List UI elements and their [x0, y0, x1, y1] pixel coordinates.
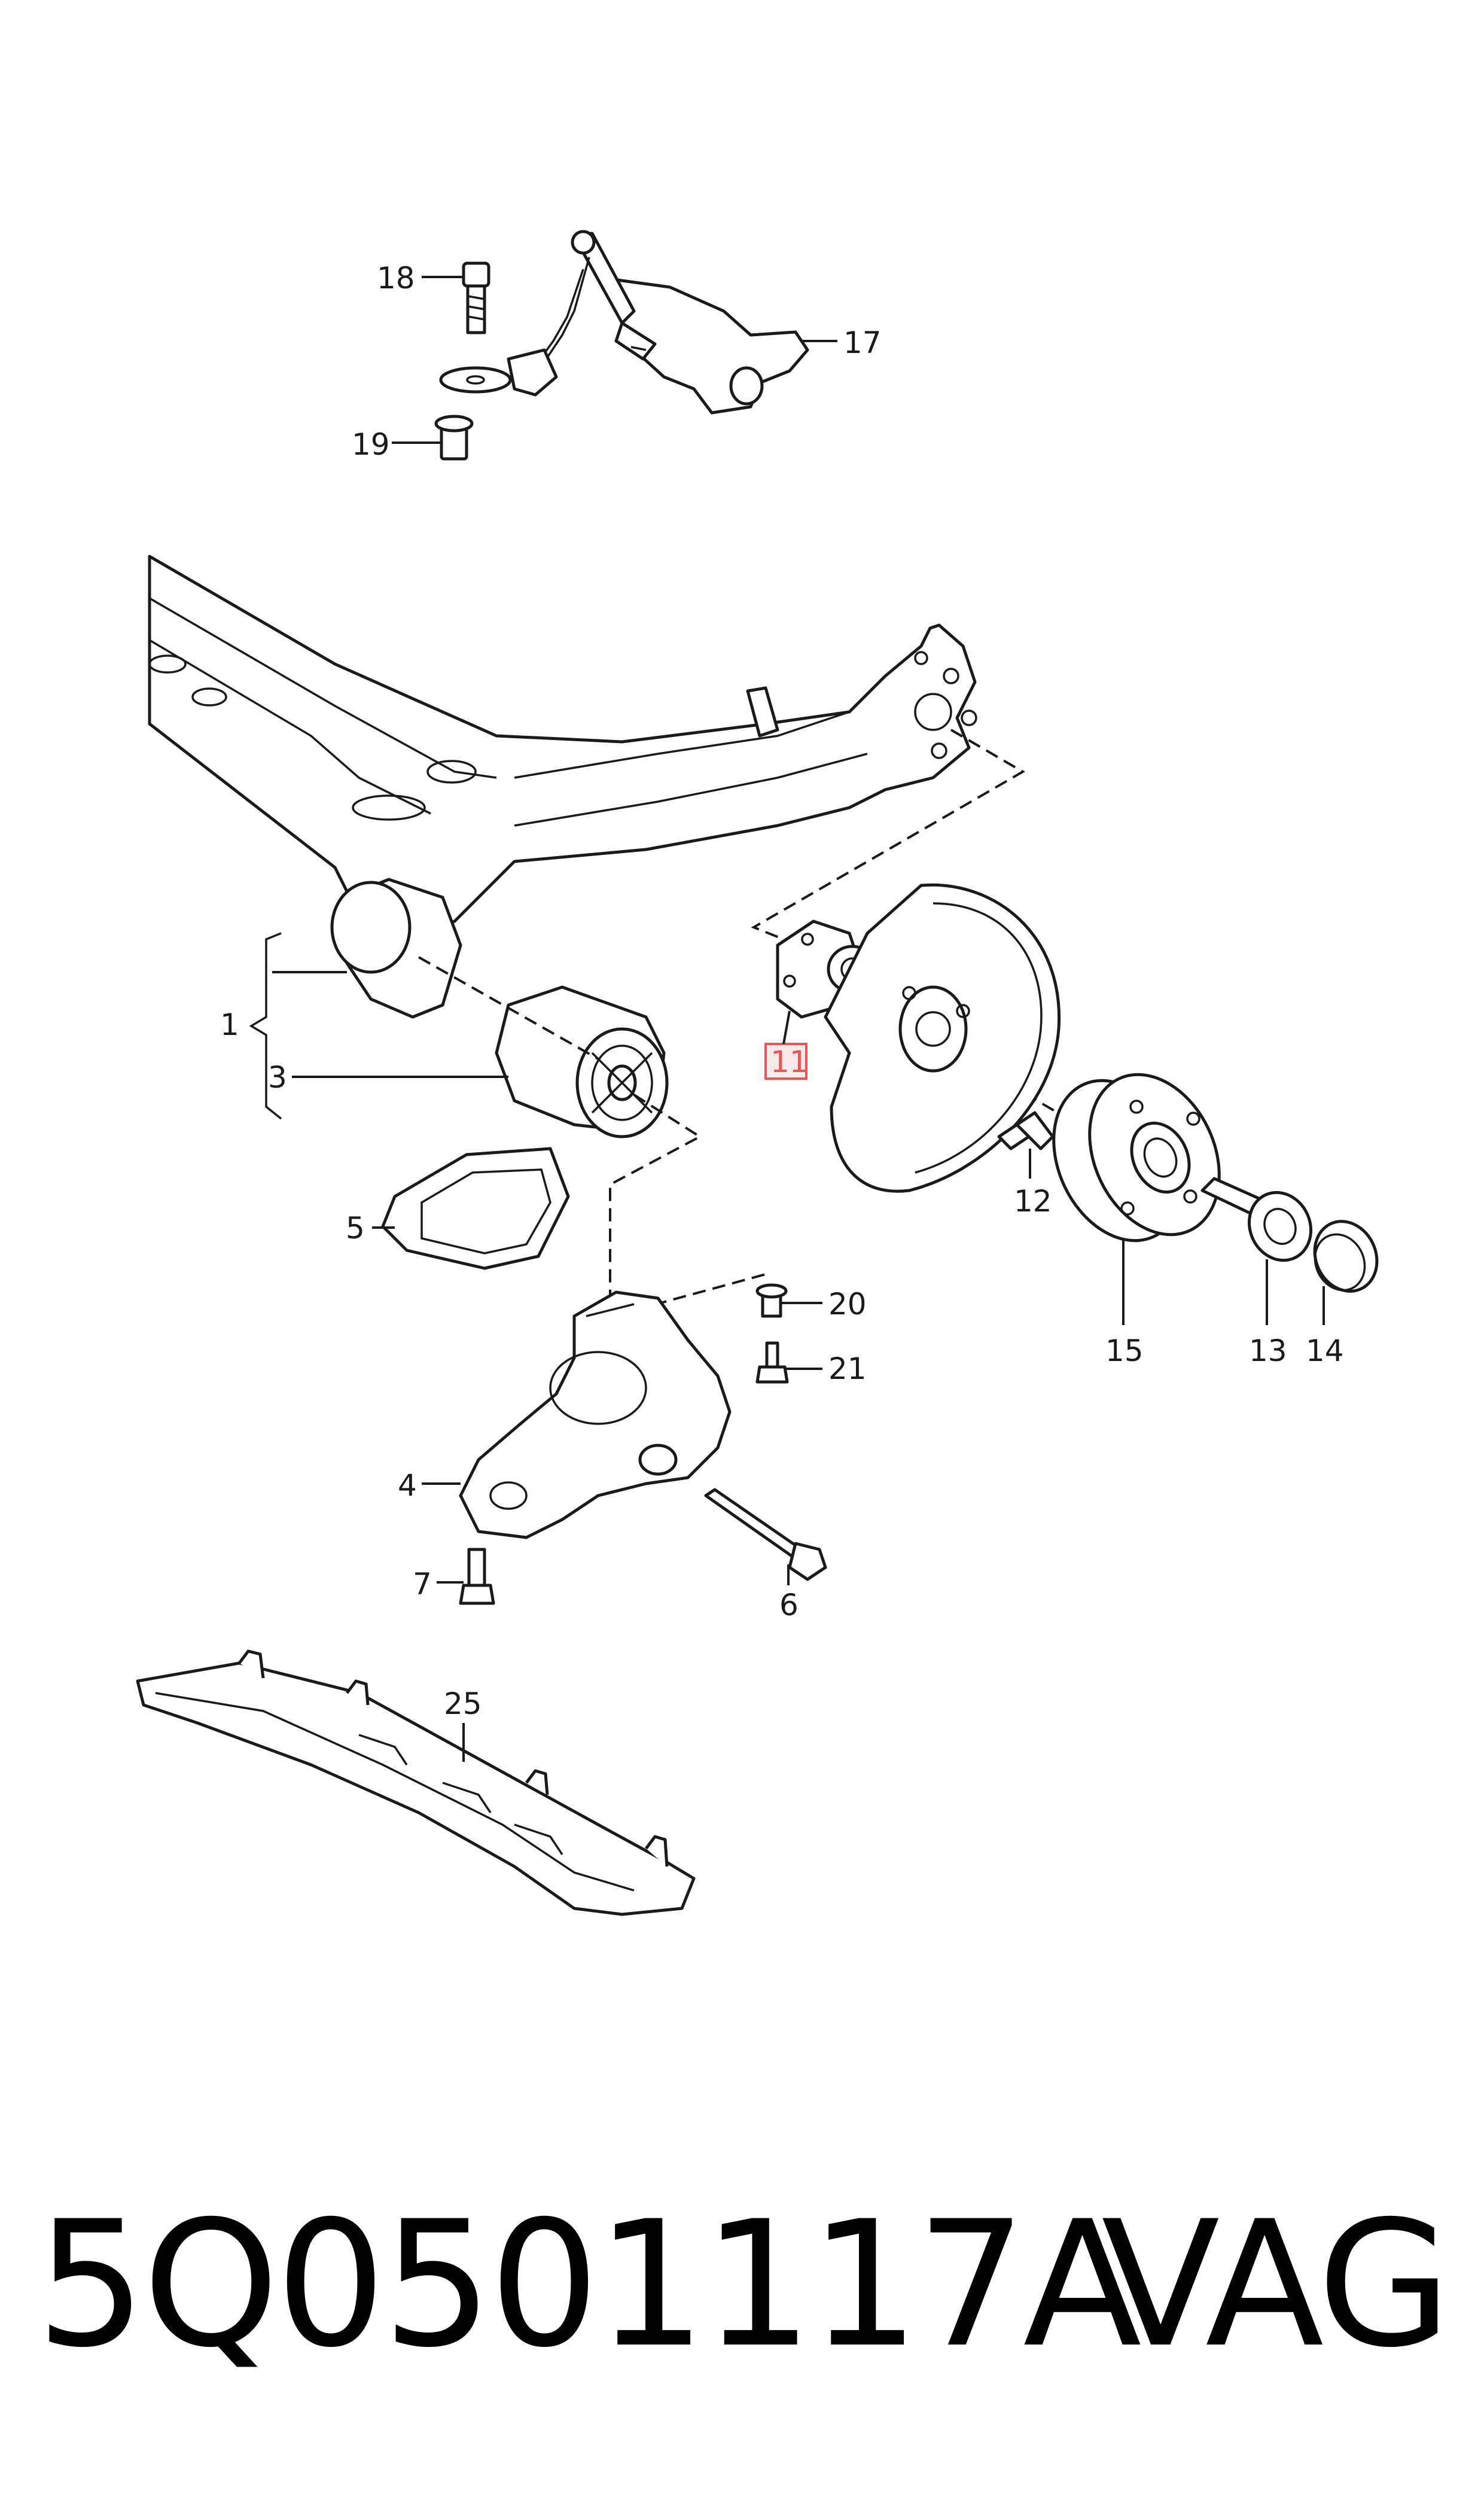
part-number: 5Q0501117A — [36, 2184, 1142, 2386]
callout-4: 4 — [398, 1468, 417, 1503]
wheel-hub-15 — [1052, 1073, 1221, 1243]
callout-13: 13 — [1249, 1333, 1287, 1368]
bolt-21 — [755, 1341, 789, 1384]
callout-7: 7 — [413, 1567, 432, 1601]
highlight-box-11 — [764, 1043, 807, 1080]
leader-11 — [782, 1010, 791, 1045]
level-sensor-17 — [507, 230, 809, 415]
brand: VAG — [1101, 2184, 1452, 2386]
backing-plate — [824, 883, 1061, 1193]
dashed-line-axle-hub — [751, 729, 1025, 952]
bolt-6 — [704, 1488, 827, 1581]
callout-21: 21 — [828, 1351, 867, 1386]
callout-25: 25 — [444, 1686, 482, 1721]
cap-14 — [1313, 1220, 1379, 1293]
nut-20 — [755, 1283, 788, 1318]
underbody-shield-25 — [136, 1649, 696, 1916]
callout-19: 19 — [352, 427, 390, 462]
bolt-7 — [459, 1548, 495, 1605]
exploded-parts-diagram: 1 3 5 11 — [136, 230, 1379, 1916]
callout-11: 11 — [770, 1045, 809, 1079]
bracket-1 — [249, 932, 282, 1120]
callout-5: 5 — [346, 1211, 365, 1246]
callout-3: 3 — [268, 1060, 287, 1095]
bolt-18 — [462, 261, 490, 334]
callout-17: 17 — [843, 325, 882, 360]
callout-18: 18 — [377, 261, 415, 296]
footer: 5Q0501117A VAG — [0, 2178, 1484, 2393]
callout-6: 6 — [779, 1588, 799, 1622]
hub-bolt-13 — [1200, 1177, 1313, 1262]
callout-20: 20 — [828, 1287, 867, 1322]
callout-14: 14 — [1306, 1333, 1344, 1368]
mount-bracket-4 — [459, 1290, 732, 1539]
callout-12: 12 — [1014, 1184, 1052, 1219]
callout-15: 15 — [1105, 1333, 1144, 1368]
rivet-nut-19 — [434, 415, 474, 461]
washer-18 — [439, 366, 512, 394]
dashed-line-axle-bushing — [418, 956, 599, 1060]
pad-5 — [381, 1147, 570, 1270]
dashed-line-bushing-bracket — [609, 1094, 702, 1304]
callout-1: 1 — [220, 1007, 239, 1042]
rear-axle-beam — [148, 555, 977, 1019]
bushing-3 — [495, 985, 669, 1138]
